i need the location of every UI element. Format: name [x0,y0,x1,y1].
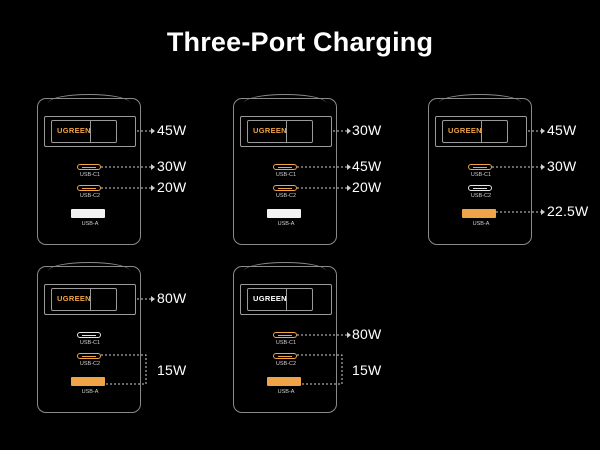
wall-plug-port: UGREEN [240,116,332,147]
usb-a-label: USB-A [277,389,295,395]
charger-config-2: UGREEN USB-C1 USB-C2 USB-A [233,94,337,245]
usb-a-label: USB-A [277,221,295,227]
brand-logo: UGREEN [253,126,287,135]
power-label-3-a: 22.5W [547,203,589,219]
usb-a-label: USB-A [81,221,99,227]
charger-config-3: UGREEN USB-C1 USB-C2 USB-A [428,94,532,245]
wall-plug-port: UGREEN [44,284,136,315]
usb-a-port [267,209,301,218]
power-label-5-c1: 80W [352,326,382,342]
usb-c1-port [77,332,101,338]
power-label-4-plug: 80W [157,290,187,306]
power-label-2-c1: 45W [352,158,382,174]
usb-c2-label: USB-C2 [79,193,101,199]
usb-c1-label: USB-C1 [79,340,101,346]
usb-c1-port [77,164,101,170]
charger-config-4: UGREEN USB-C1 USB-C2 USB-A [37,262,141,413]
usb-c2-label: USB-C2 [275,361,297,367]
power-label-4-c2-a: 15W [157,362,187,378]
usb-a-label: USB-A [81,389,99,395]
usb-a-label: USB-A [472,221,490,227]
power-label-1-c2: 20W [157,179,187,195]
charger-config-1: UGREEN USB-C1 USB-C2 USB-A [37,94,141,245]
brand-logo: UGREEN [253,294,287,303]
power-label-1-plug: 45W [157,122,187,138]
usb-c1-label: USB-C1 [275,172,297,178]
power-label-5-c2-a: 15W [352,362,382,378]
usb-a-port [71,209,105,218]
power-label-2-c2: 20W [352,179,382,195]
usb-c2-label: USB-C2 [79,361,101,367]
usb-c2-port [468,185,492,191]
usb-c2-label: USB-C2 [470,193,492,199]
usb-c2-port [77,185,101,191]
brand-logo: UGREEN [57,126,91,135]
charger-config-5: UGREEN USB-C1 USB-C2 USB-A [233,262,337,413]
brand-logo: UGREEN [448,126,482,135]
usb-c2-label: USB-C2 [275,193,297,199]
power-label-1-c1: 30W [157,158,187,174]
power-label-3-plug: 45W [547,122,577,138]
page-title: Three-Port Charging [166,27,434,57]
usb-c2-port [77,353,101,359]
wall-plug-port: UGREEN [435,116,527,147]
usb-c2-port [273,185,297,191]
usb-a-port [71,377,105,386]
power-label-3-c1: 30W [547,158,577,174]
wall-plug-port: UGREEN [44,116,136,147]
power-label-2-plug: 30W [352,122,382,138]
usb-c1-port [273,332,297,338]
usb-c1-label: USB-C1 [79,172,101,178]
usb-c1-port [273,164,297,170]
wall-plug-port: UGREEN [240,284,332,315]
brand-logo: UGREEN [57,294,91,303]
usb-a-port [462,209,496,218]
usb-c2-port [273,353,297,359]
usb-c1-label: USB-C1 [470,172,492,178]
usb-c1-port [468,164,492,170]
usb-c1-label: USB-C1 [275,340,297,346]
usb-a-port [267,377,301,386]
